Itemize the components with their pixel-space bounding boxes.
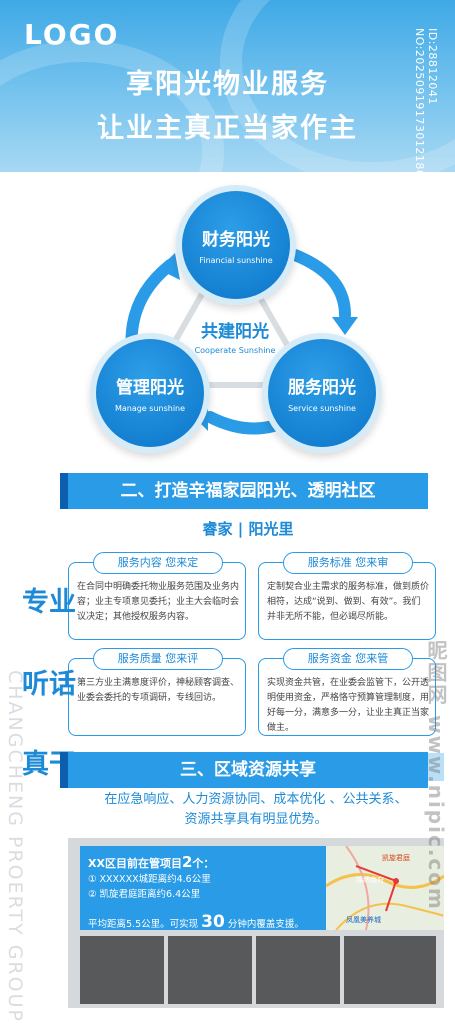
card-text: 定制契合业主需求的服务标准，做到质价相符，达成“说到、做到、有效”。我们并非无所… (267, 582, 430, 622)
circle-service-title: 服务阳光 (288, 378, 356, 398)
section2-title: 二、打造辛福家园阳光、透明社区 (68, 473, 428, 509)
photo-placeholder (344, 936, 436, 1004)
circle-financial-subtitle: Financial sunshine (199, 256, 273, 265)
card-text: 在合同中明确委托物业服务范围及业务内容；业主专项意见委托；业主大会临时会议决定；… (77, 582, 240, 622)
project-map: 凯旋君庭 锦绣南府 凤凰美养城 (326, 846, 444, 930)
card-service-quality: 服务质量 您来评 第三方业主满意度评价，神秘顾客调查、业委会委托的专项调研，专线… (68, 648, 246, 736)
photo-placeholder (256, 936, 340, 1004)
circle-service-subtitle: Service sunshine (288, 404, 356, 413)
info-title: XX区目前在管项目2个： (88, 853, 214, 871)
sunshine-cycle-diagram: 财务阳光 Financial sunshine 管理阳光 Manage suns… (80, 185, 382, 455)
section3-description: 在应急响应、人力资源协同、成本优化 、公共关系、 资源共享具有明显优势。 (68, 790, 444, 830)
card-service-standard: 服务标准 您来审 定制契合业主需求的服务标准，做到质价相符，达成“说到、做到、有… (258, 552, 436, 640)
circle-manage: 管理阳光 Manage sunshine (90, 333, 210, 453)
triangle-connector (144, 238, 316, 388)
card-tag: 服务标准 您来审 (283, 552, 413, 574)
header-banner: LOGO 享阳光物业服务 让业主真正当家作主 ID:28812041 NO:20… (0, 0, 455, 172)
card-tag: 服务质量 您来评 (93, 648, 223, 670)
info-title-suffix: 个： (192, 857, 215, 870)
info-title-prefix: XX区目前在管项目 (88, 857, 182, 870)
info-line3-number: 30 (201, 912, 225, 932)
center-label: 共建阳光 Cooperate Sunshine (180, 317, 290, 355)
map-label-fenghuang: 凤凰美养城 (346, 915, 381, 924)
map-graphic: 凯旋君庭 锦绣南府 凤凰美养城 (326, 846, 444, 930)
card-service-funds: 服务资金 您来管 实现资金共管，在业委会监管下，公开透明使用资金，严格恪守预算管… (258, 648, 436, 736)
slogan-line2: 让业主真正当家作主 (97, 113, 358, 144)
info-line3: 平均距离5.5公里。可实现 30 分钟内覆盖支援。 (88, 912, 304, 932)
center-subtitle: Cooperate Sunshine (194, 346, 276, 355)
center-title: 共建阳光 (201, 322, 269, 342)
banner-accent (60, 752, 68, 788)
slogan-line1: 享阳光物业服务 (126, 69, 329, 100)
card-service-content: 服务内容 您来定 在合同中明确委托物业服务范围及业务内容；业主专项意见委托；业主… (68, 552, 246, 640)
side-word-professional: 专业 (22, 587, 76, 618)
info-line3-prefix: 平均距离5.5公里。可实现 (88, 919, 199, 930)
side-word-listen: 听话 (22, 669, 76, 700)
photo-placeholder (168, 936, 252, 1004)
info-line1: ① XXXXXX城距离约4.6公里 (88, 874, 211, 885)
circle-manage-subtitle: Manage sunshine (114, 404, 186, 413)
section3-title: 三、区域资源共享 (68, 752, 428, 788)
section2-subtitle: 睿家 | 阳光里 (202, 520, 294, 538)
card-text: 实现资金共管，在业委会监管下，公开透明使用资金，严格恪守预算管理制度，用好每一分… (267, 678, 430, 733)
logo: LOGO (24, 18, 120, 51)
circle-financial: 财务阳光 Financial sunshine (176, 185, 296, 305)
watermark: 昵图网 www.nipic.com (424, 640, 448, 911)
desc-line2: 资源共享具有明显优势。 (184, 812, 328, 827)
company-name-vertical: CHANGCHENG PROERTY GROUP (4, 670, 26, 1023)
circle-financial-title: 财务阳光 (202, 230, 270, 250)
image-id: ID:28812041 NO:20250919173012186101 (413, 28, 439, 172)
card-tag: 服务资金 您来管 (283, 648, 413, 670)
map-label-kaixuan: 凯旋君庭 (382, 853, 410, 862)
info-line2: ② 凯旋君庭距离约6.4公里 (88, 889, 201, 900)
desc-line1: 在应急响应、人力资源协同、成本优化 、公共关系、 (104, 792, 408, 807)
photo-placeholder (80, 936, 164, 1004)
circle-manage-title: 管理阳光 (116, 378, 184, 398)
arrow-right (289, 249, 351, 321)
card-text: 第三方业主满意度评价，神秘顾客调查、业委会委托的专项调研，专线回访。 (77, 678, 240, 703)
map-label-jinxiu: 锦绣南府 (356, 875, 384, 884)
banner-accent (60, 473, 68, 509)
info-line3-suffix: 分钟内覆盖支援。 (227, 919, 304, 930)
circle-service: 服务阳光 Service sunshine (262, 333, 382, 453)
card-tag: 服务内容 您来定 (93, 552, 223, 574)
info-title-number: 2 (181, 853, 193, 871)
